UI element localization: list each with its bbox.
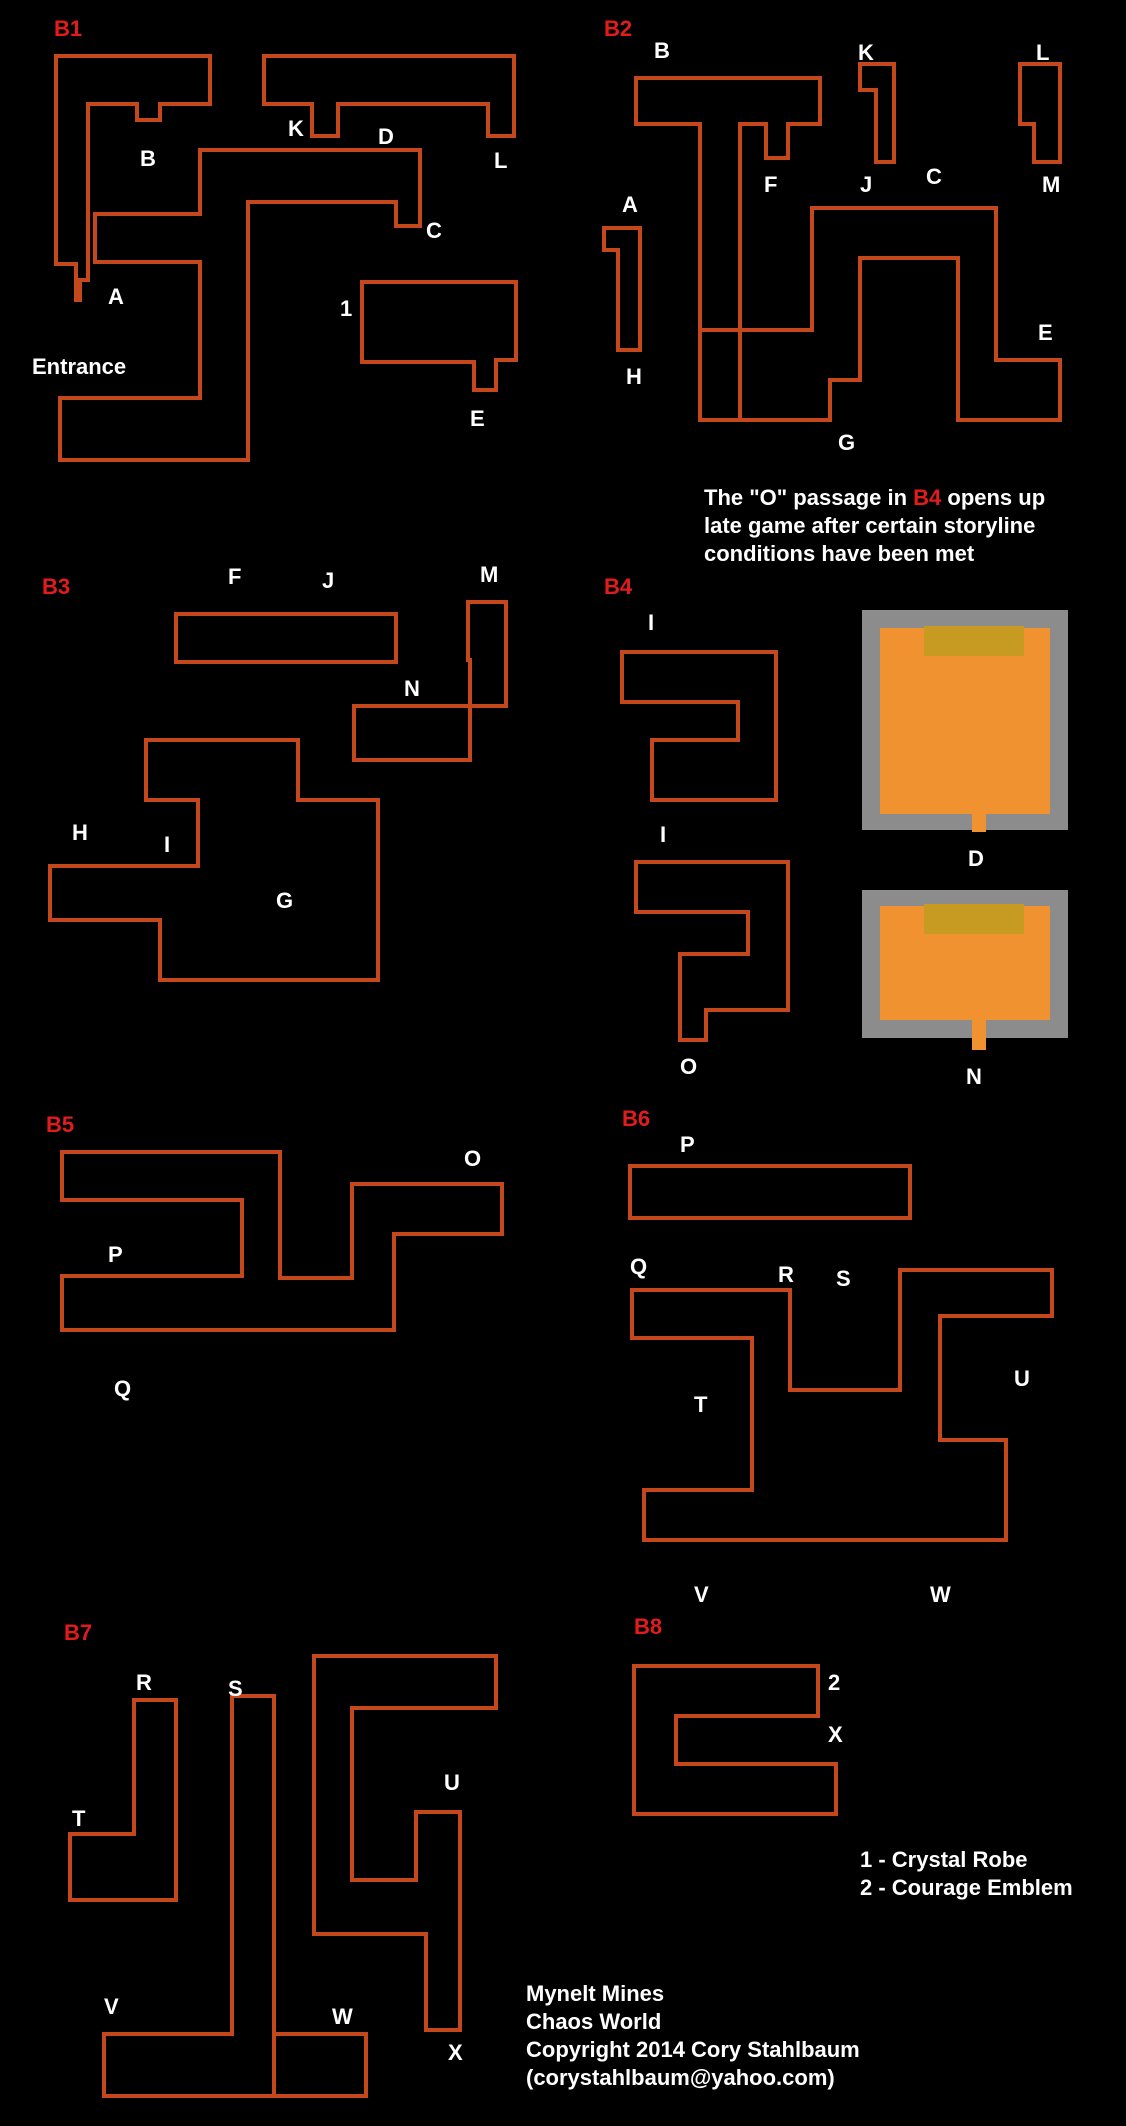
b3-marker-n: N	[404, 676, 420, 701]
b5-marker-o: O	[464, 1146, 482, 1171]
b1-marker-c: C	[426, 218, 442, 243]
credits-title: Mynelt Mines	[526, 1981, 665, 2006]
b1-marker-entrance: Entrance	[32, 354, 127, 379]
b3-tunnels	[48, 600, 508, 982]
b6-marker-r: R	[778, 1262, 794, 1287]
b6-tunnels	[628, 1164, 1054, 1542]
b7-marker-t: T	[72, 1806, 86, 1831]
b7-marker-r: R	[136, 1670, 152, 1695]
floor-label-b5: B5	[46, 1112, 75, 1137]
b3-marker-h: H	[72, 820, 88, 845]
b1-marker-d: D	[378, 124, 394, 149]
b6-marker-s: S	[836, 1266, 851, 1291]
b5-marker-q: Q	[114, 1376, 132, 1401]
b4-passage-note: The "O" passage in B4 opens up late game…	[704, 484, 1114, 568]
b3-marker-i: I	[164, 832, 171, 857]
legend-item-1: 1 - Crystal Robe	[860, 1847, 1028, 1872]
note-line-1-pre: The "O" passage in	[704, 485, 914, 510]
b4-marker-o: O	[680, 1054, 698, 1079]
b3-marker-f: F	[228, 564, 242, 589]
note-line-1: The "O" passage in B4 opens up	[704, 484, 1114, 512]
b2-marker-h: H	[626, 364, 642, 389]
b2-marker-f: F	[764, 172, 778, 197]
b6-marker-v: V	[694, 1582, 709, 1607]
b4-marker-d: D	[968, 846, 984, 871]
b2-marker-g: G	[838, 430, 856, 455]
b2-marker-c: C	[926, 164, 942, 189]
b3-marker-j: J	[322, 568, 335, 593]
note-line-1-post: opens up	[941, 485, 1046, 510]
floor-label-b6: B6	[622, 1106, 651, 1131]
b1-tunnels	[54, 54, 518, 462]
b4-marker-n: N	[966, 1064, 982, 1089]
b3-marker-m: M	[480, 562, 499, 587]
credits-email: (corystahlbaum@yahoo.com)	[526, 2065, 835, 2090]
b1-marker-b: B	[140, 146, 156, 171]
b3-marker-g: G	[276, 888, 294, 913]
b7-marker-v: V	[104, 1994, 119, 2019]
b4-marker-i-lower: I	[660, 822, 667, 847]
b2-marker-m: M	[1042, 172, 1061, 197]
b1-marker-k: K	[288, 116, 304, 141]
credits-game: Chaos World	[526, 2009, 662, 2034]
b5-marker-p: P	[108, 1242, 123, 1267]
b7-marker-x: X	[448, 2040, 463, 2065]
b2-marker-e: E	[1038, 320, 1053, 345]
b4-room-n	[862, 890, 1068, 1050]
b6-marker-w: W	[930, 1582, 951, 1607]
floor-label-b2: B2	[604, 16, 633, 41]
b1-marker-a: A	[108, 284, 124, 309]
b6-marker-t: T	[694, 1392, 708, 1417]
b7-marker-u: U	[444, 1770, 460, 1795]
b4-tunnels	[620, 650, 790, 1042]
credits-copyright: Copyright 2014 Cory Stahlbaum	[526, 2037, 860, 2062]
note-line-3: conditions have been met	[704, 541, 975, 566]
b8-marker-x: X	[828, 1722, 843, 1747]
floor-label-b1: B1	[54, 16, 83, 41]
b2-tunnels	[602, 62, 1062, 422]
b2-marker-k: K	[858, 40, 874, 65]
b2-marker-a: A	[622, 192, 638, 217]
b6-marker-u: U	[1014, 1366, 1030, 1391]
b1-marker-e: E	[470, 406, 485, 431]
floor-label-b3: B3	[42, 574, 71, 599]
credits: Mynelt Mines Chaos World Copyright 2014 …	[526, 1980, 860, 2092]
b7-marker-s: S	[228, 1676, 243, 1701]
b2-marker-l: L	[1036, 40, 1050, 65]
floor-label-b4: B4	[604, 574, 633, 599]
b4-room-d	[862, 610, 1068, 832]
floor-label-b8: B8	[634, 1614, 663, 1639]
b2-marker-b: B	[654, 38, 670, 63]
b6-marker-q: Q	[630, 1254, 648, 1279]
b1-marker-item-1: 1	[340, 296, 353, 321]
floor-label-b7: B7	[64, 1620, 93, 1645]
b8-marker-item-2: 2	[828, 1670, 841, 1695]
item-legend: 1 - Crystal Robe 2 - Courage Emblem	[860, 1846, 1073, 1902]
b4-marker-i-upper: I	[648, 610, 655, 635]
b7-marker-w: W	[332, 2004, 353, 2029]
b6-marker-p: P	[680, 1132, 695, 1157]
legend-item-2: 2 - Courage Emblem	[860, 1875, 1073, 1900]
b5-tunnels	[60, 1150, 504, 1332]
b1-marker-l: L	[494, 148, 508, 173]
note-line-1-highlight: B4	[913, 485, 942, 510]
b2-marker-j: J	[860, 172, 873, 197]
b7-tunnels	[68, 1654, 498, 2098]
note-line-2: late game after certain storyline	[704, 513, 1036, 538]
b8-tunnels	[632, 1664, 838, 1816]
